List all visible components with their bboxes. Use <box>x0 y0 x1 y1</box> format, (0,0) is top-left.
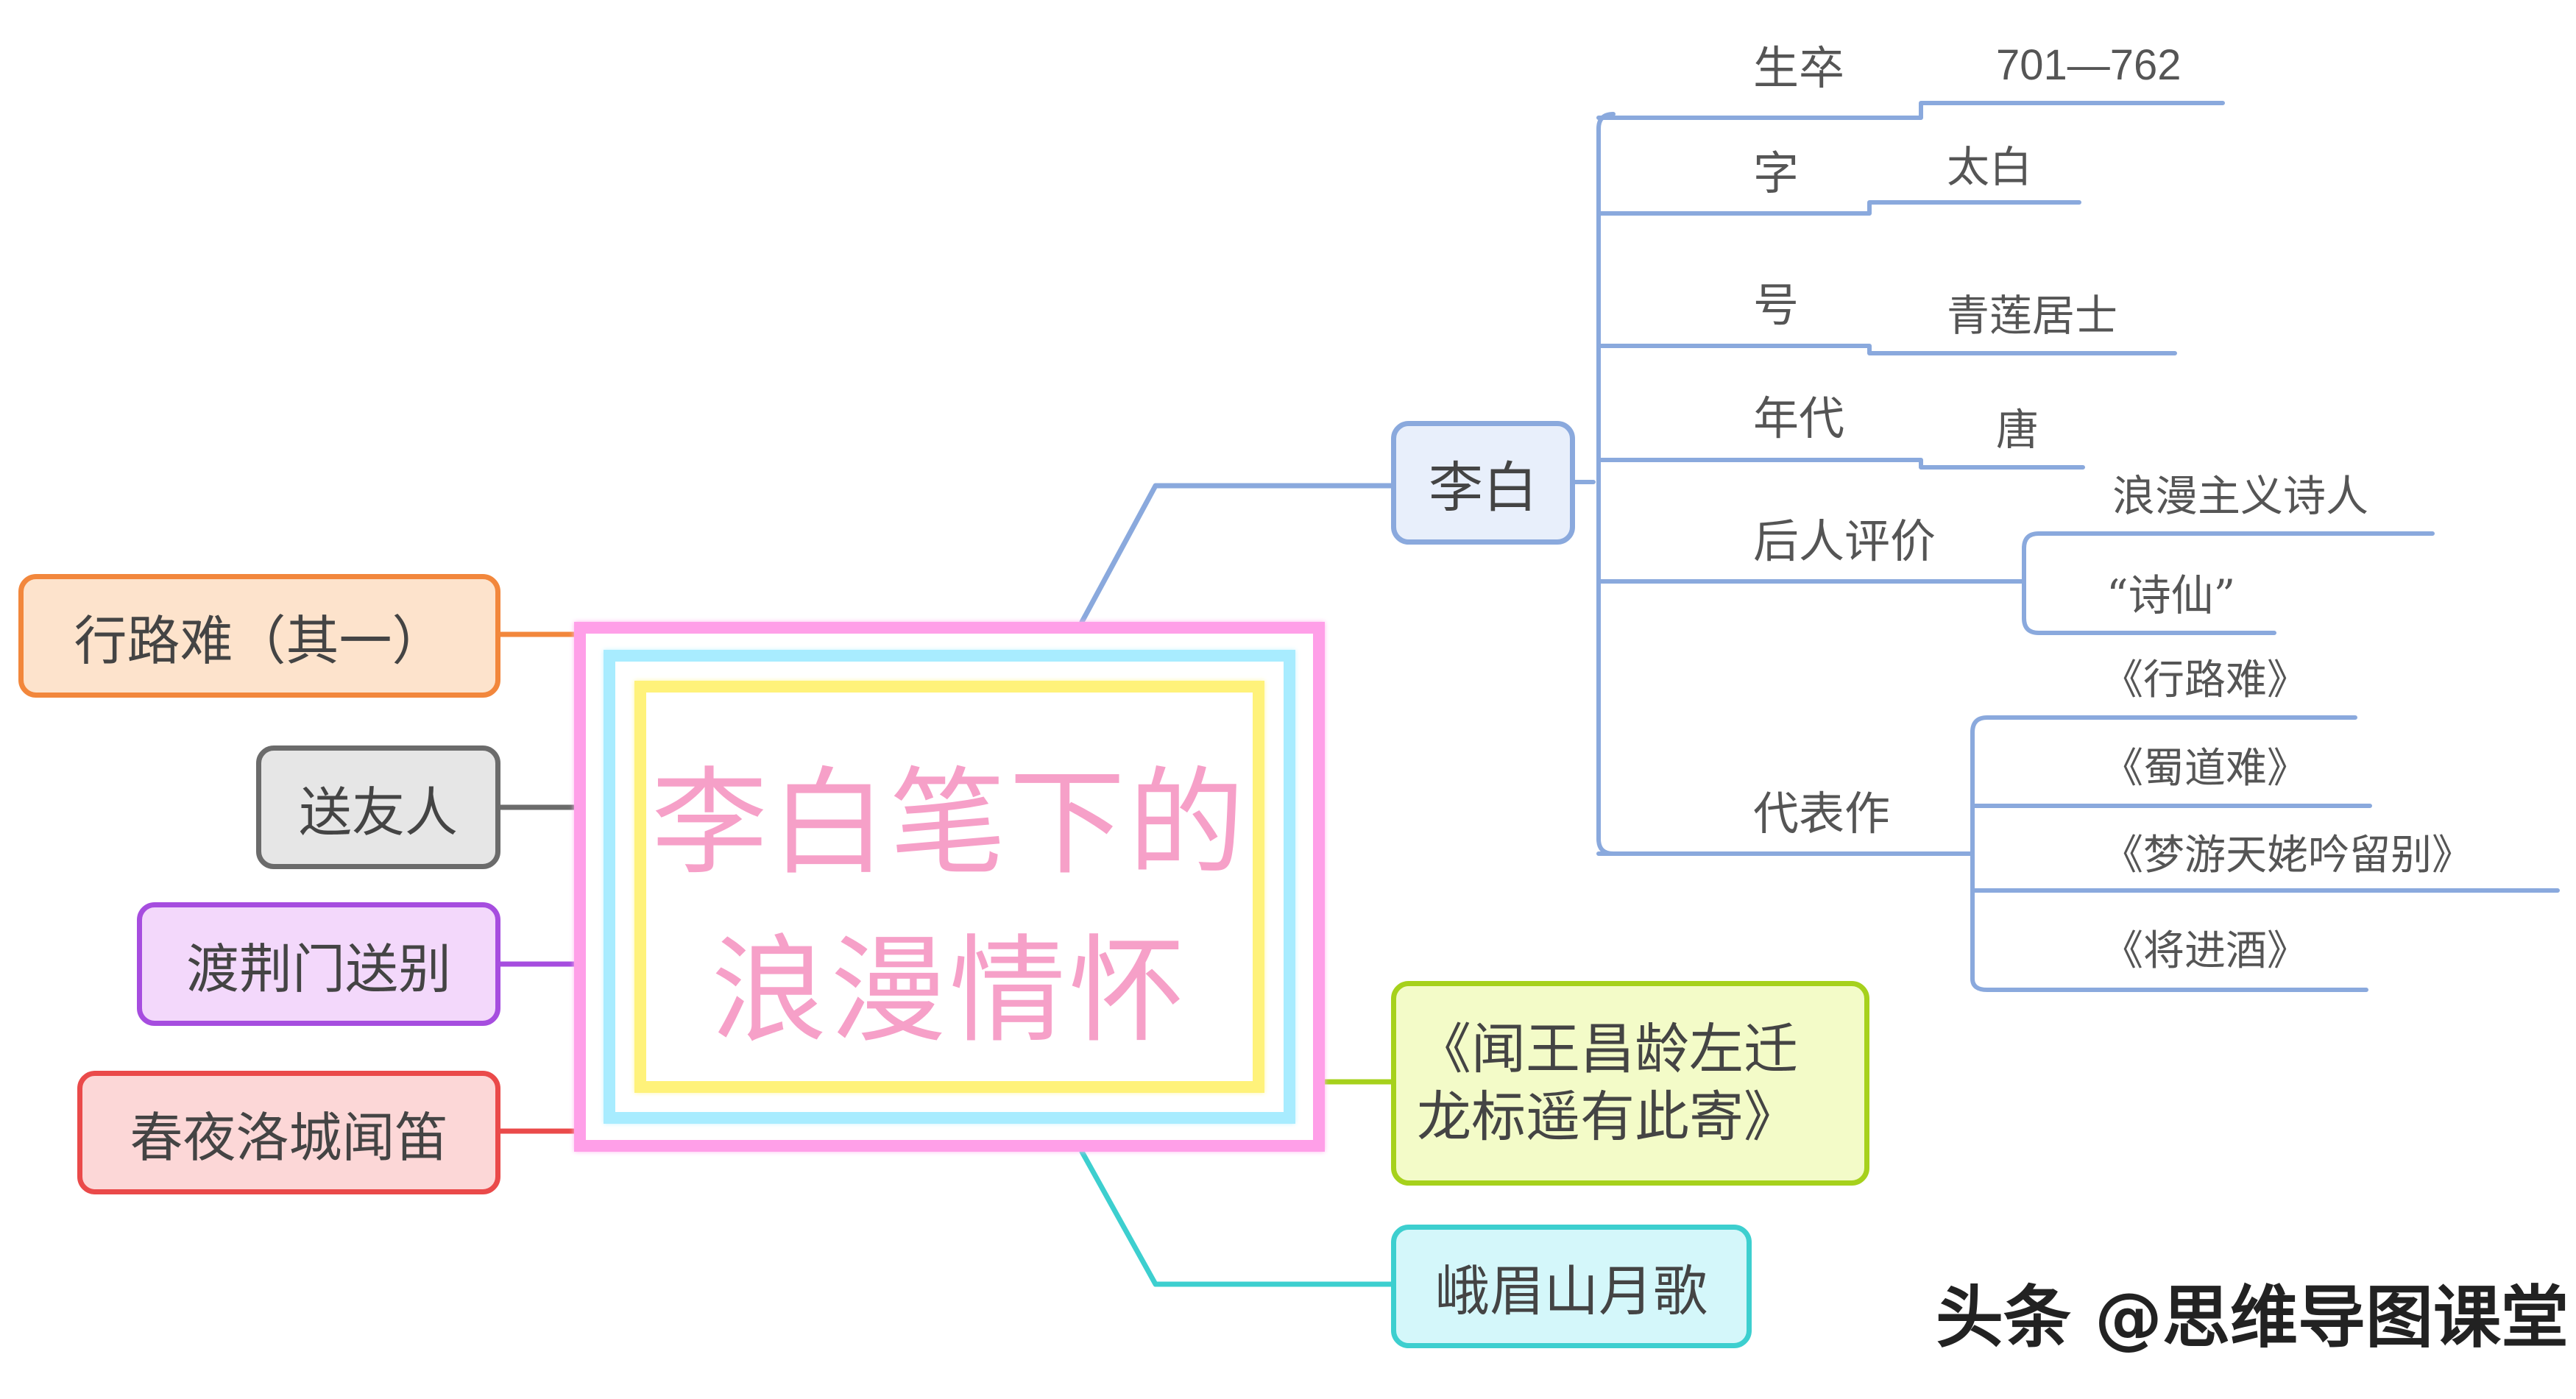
connector-center-emei <box>1079 1149 1394 1287</box>
attr-key-birth-death: 生卒 <box>1753 41 1845 95</box>
center-frame-cyan <box>604 650 1295 1124</box>
attr-value-era: 唐 <box>1996 405 2039 455</box>
attr-key-works: 代表作 <box>1753 787 1891 840</box>
center-title-line1: 李白笔下的 <box>651 756 1248 891</box>
node-poem-wenwang-line1: 《闻王昌龄左迁 <box>1417 1017 1798 1081</box>
connector-center-libai <box>1079 483 1394 625</box>
node-left-xinglunan[interactable]: 行路难（其一） <box>18 574 500 698</box>
node-left-dujingmen[interactable]: 渡荆门送别 <box>137 902 500 1026</box>
attr-key-alias: 号 <box>1753 278 1800 332</box>
attr-key-courtesy: 字 <box>1753 146 1800 200</box>
center-topic-frame[interactable] <box>574 622 1325 1152</box>
branch-alias <box>1596 344 2177 355</box>
node-poem-wenwang-line2: 龙标遥有此寄》 <box>1417 1085 1798 1149</box>
watermark: 头条 @思维导图课堂 <box>1936 1278 2569 1357</box>
libai-spine <box>1573 112 1616 856</box>
center-title-line2: 浪漫情怀 <box>711 924 1188 1059</box>
branch-works <box>1596 715 2560 992</box>
branch-era <box>1596 458 2085 470</box>
node-left-chunye[interactable]: 春夜洛城闻笛 <box>77 1071 500 1194</box>
attr-value-evaluation-1: 浪漫主义诗人 <box>2112 471 2369 521</box>
attr-key-era: 年代 <box>1753 392 1845 445</box>
attr-value-alias: 青莲居士 <box>1947 291 2118 341</box>
attr-key-evaluation: 后人评价 <box>1753 514 1936 568</box>
node-left-songyouren-label: 送友人 <box>298 781 458 843</box>
node-left-dujingmen-label: 渡荆门送别 <box>185 938 451 1000</box>
node-poem-emei[interactable]: 峨眉山月歌 <box>1391 1225 1752 1348</box>
node-poem-emei-label: 峨眉山月歌 <box>1435 1259 1708 1323</box>
branch-courtesy <box>1596 200 2081 216</box>
attr-value-works-4: 《将进酒》 <box>2102 927 2308 975</box>
center-frame-yellow <box>634 681 1264 1093</box>
node-libai-label: 李白 <box>1429 456 1538 520</box>
attr-value-birth-death: 701—762 <box>1996 41 2182 89</box>
attr-value-courtesy: 太白 <box>1947 142 2033 192</box>
node-poem-wenwang[interactable]: 《闻王昌龄左迁 龙标遥有此寄》 <box>1391 981 1869 1186</box>
node-left-xinglunan-label: 行路难（其一） <box>74 609 445 672</box>
node-libai[interactable]: 李白 <box>1391 421 1575 545</box>
branch-evaluation <box>1596 531 2435 635</box>
center-title: 李白笔下的 浪漫情怀 <box>640 740 1259 1075</box>
node-left-songyouren[interactable]: 送友人 <box>256 745 500 869</box>
attr-value-evaluation-2: “诗仙” <box>2106 570 2236 620</box>
branch-birth-death <box>1596 101 2225 120</box>
attr-value-works-3: 《梦游天姥吟留别》 <box>2102 832 2473 879</box>
center-frame-pink <box>574 622 1325 1152</box>
node-left-chunye-label: 春夜洛城闻笛 <box>130 1106 448 1169</box>
attr-value-works-1: 《行路难》 <box>2102 656 2308 704</box>
attr-value-works-2: 《蜀道难》 <box>2102 745 2308 793</box>
